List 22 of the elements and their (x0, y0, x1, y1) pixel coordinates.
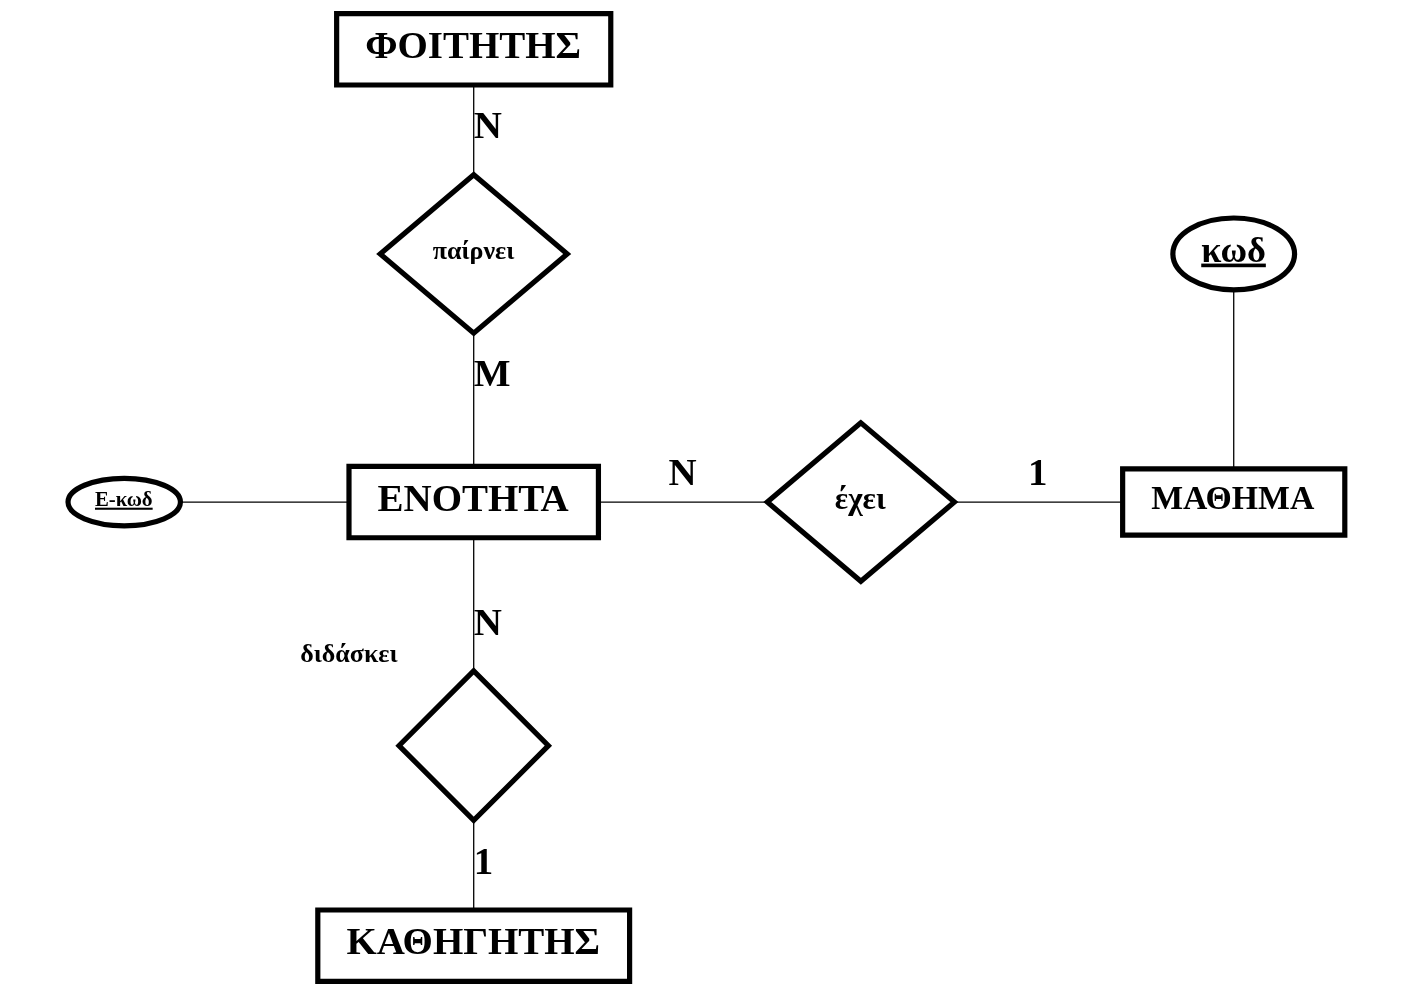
connector (472, 537, 474, 672)
node-box: ΦΟΙΤΗΤΗΣ (333, 10, 613, 88)
edge-label: 1 (473, 838, 493, 882)
edge-label: N (668, 450, 697, 494)
node-ellipse: Ε-κωδ (64, 475, 183, 529)
node-box: ΕΝΟΤΗΤΑ (345, 463, 601, 541)
connector (179, 501, 350, 503)
node-ellipse: κωδ (1169, 215, 1297, 293)
node-box: ΜΑΘΗΜΑ (1119, 466, 1347, 538)
edge-label: N (473, 103, 502, 147)
edge-label: N (473, 599, 502, 643)
connector (472, 819, 474, 911)
edge-label: 1 (1027, 450, 1048, 494)
connector (472, 84, 474, 175)
node-label: διδάσκει (299, 638, 397, 668)
edge-label: M (473, 351, 510, 395)
connector (1232, 289, 1234, 470)
node-box: ΚΑΘΗΓΗΤΗΣ (314, 907, 632, 985)
node-diamond: παίρνει (375, 171, 571, 337)
node-diamond (394, 667, 552, 824)
connector (472, 332, 474, 467)
node-diamond: έχει (762, 419, 958, 585)
